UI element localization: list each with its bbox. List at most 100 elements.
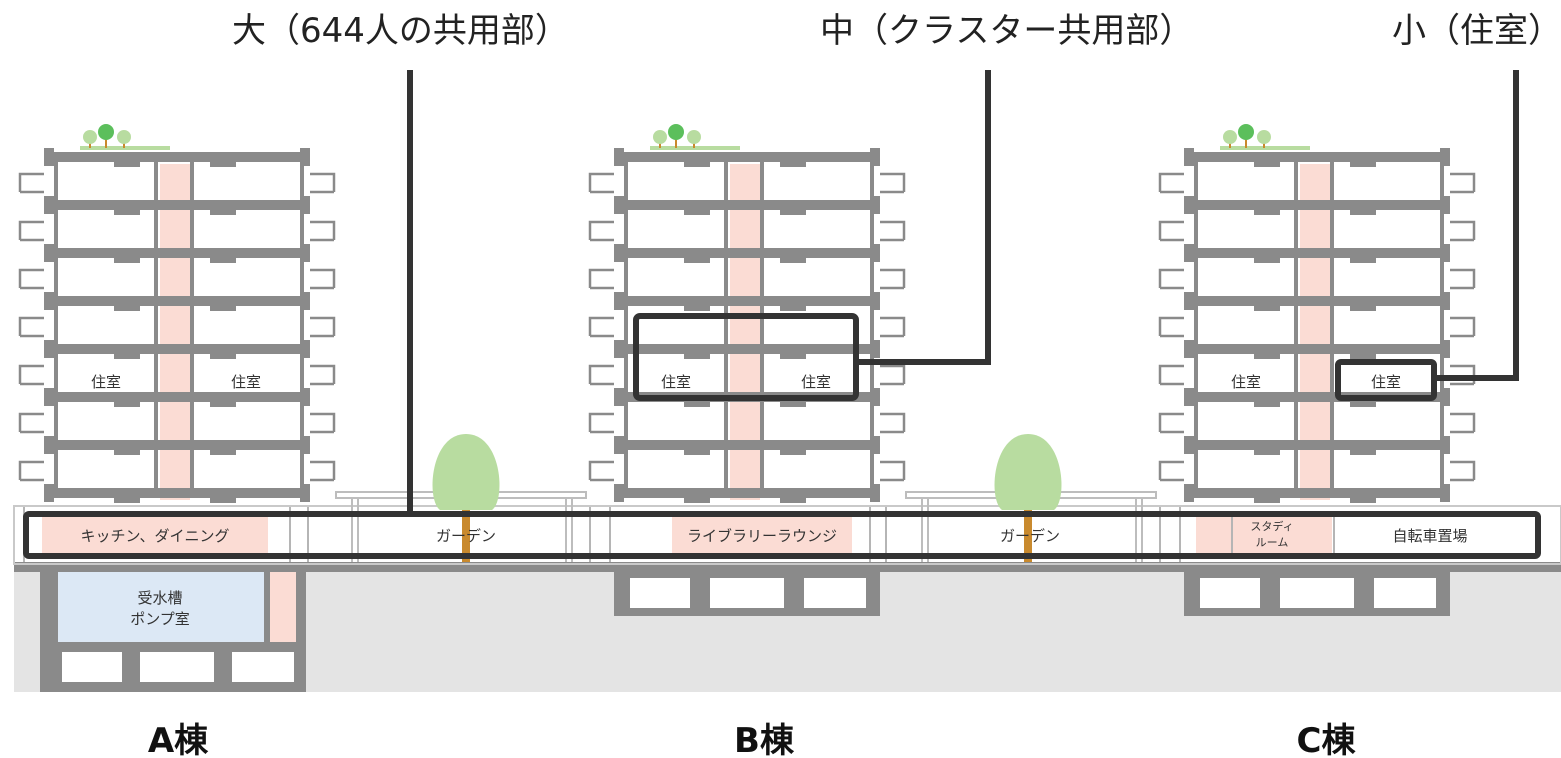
balcony-left: [18, 172, 44, 194]
garden-right-label: ガーデン: [1000, 527, 1060, 545]
beam: [1254, 162, 1280, 167]
balcony-right: [310, 412, 336, 434]
slab-edge: [1184, 484, 1194, 502]
garden-left-label: ガーデン: [436, 527, 496, 545]
beam: [210, 162, 236, 167]
balcony-right: [1450, 220, 1476, 242]
slab-edge: [1184, 148, 1194, 166]
balcony-right: [1450, 172, 1476, 194]
slab-edge: [870, 148, 880, 166]
slab-edge: [44, 244, 54, 262]
beam: [1350, 210, 1376, 215]
beam: [114, 450, 140, 455]
small-callout-leader: [1434, 70, 1519, 381]
large-common-area-box: [23, 511, 1541, 559]
slab-edge: [44, 388, 54, 406]
floor-slab: [1184, 344, 1450, 354]
floor-slab: [44, 152, 310, 162]
slab-edge: [1440, 148, 1450, 166]
floor-slab: [44, 440, 310, 450]
floor-slab: [44, 392, 310, 402]
beam: [114, 210, 140, 215]
beam: [684, 402, 710, 407]
floor-slab: [44, 296, 310, 306]
balcony-right: [310, 460, 336, 482]
slab-edge: [1184, 436, 1194, 454]
building-a-label: A棟: [148, 721, 209, 758]
slab-edge: [1440, 388, 1450, 406]
slab-edge: [614, 196, 624, 214]
balcony-left: [1158, 172, 1184, 194]
beam: [1254, 450, 1280, 455]
floor-slab: [614, 200, 880, 210]
beam: [780, 354, 806, 359]
balcony-left: [1158, 412, 1184, 434]
beam: [1350, 498, 1376, 503]
slab-edge: [44, 148, 54, 166]
cluster-common-area-box: [633, 313, 859, 401]
a-unit-left-label: 住室: [91, 373, 121, 391]
beam: [114, 498, 140, 503]
beam: [780, 258, 806, 263]
balcony-left: [1158, 220, 1184, 242]
floor-slab: [1184, 392, 1450, 402]
slab-edge: [300, 244, 310, 262]
column: [1194, 152, 1198, 498]
slab-edge: [870, 484, 880, 502]
balcony-right: [1450, 316, 1476, 338]
callout-small: 小（住室）: [1392, 11, 1561, 51]
floor-slab: [614, 440, 880, 450]
beam: [210, 354, 236, 359]
column: [1330, 152, 1334, 498]
slab-edge: [44, 484, 54, 502]
study-room: [1196, 514, 1332, 556]
beam: [210, 498, 236, 503]
slab-edge: [614, 388, 624, 406]
balcony-left: [588, 364, 614, 386]
column: [54, 152, 58, 498]
slab-edge: [1440, 484, 1450, 502]
slab-edge: [614, 436, 624, 454]
balcony-left: [588, 268, 614, 290]
roof-tree: [117, 130, 131, 144]
beam: [114, 402, 140, 407]
garden-tree-left: [432, 434, 500, 562]
column: [870, 152, 874, 498]
balcony-right: [310, 172, 336, 194]
beam: [1350, 258, 1376, 263]
balcony-left: [588, 172, 614, 194]
slab-edge: [300, 196, 310, 214]
basement-c: [1184, 572, 1450, 616]
slab-edge: [300, 292, 310, 310]
basement-a: [40, 572, 306, 692]
slab-edge: [44, 292, 54, 310]
kitchen-dining-label: キッチン、ダイニング: [80, 527, 229, 545]
balcony-right: [1450, 412, 1476, 434]
beam: [114, 258, 140, 263]
floor-slab: [1184, 296, 1450, 306]
basement-core: [270, 572, 296, 642]
beam: [210, 210, 236, 215]
callout-large: 大（644人の共用部）: [232, 11, 569, 51]
beam: [114, 354, 140, 359]
library-lounge-label: ライブラリーラウンジ: [687, 527, 837, 545]
slab-edge: [300, 436, 310, 454]
slab-edge: [1440, 244, 1450, 262]
slab-edge: [870, 292, 880, 310]
building-a: [18, 124, 336, 503]
balcony-right: [310, 364, 336, 386]
slab-edge: [1440, 436, 1450, 454]
column: [1294, 152, 1298, 498]
floor-slab: [44, 248, 310, 258]
callout-medium: 中（クラスター共用部）: [820, 11, 1193, 51]
slab-edge: [870, 196, 880, 214]
beam: [684, 498, 710, 503]
balcony-left: [1158, 316, 1184, 338]
floor-slab: [1184, 488, 1450, 498]
floor-slab: [44, 200, 310, 210]
slab-edge: [870, 340, 880, 358]
column: [300, 152, 304, 498]
slab-edge: [44, 436, 54, 454]
floor-slab: [1184, 152, 1450, 162]
